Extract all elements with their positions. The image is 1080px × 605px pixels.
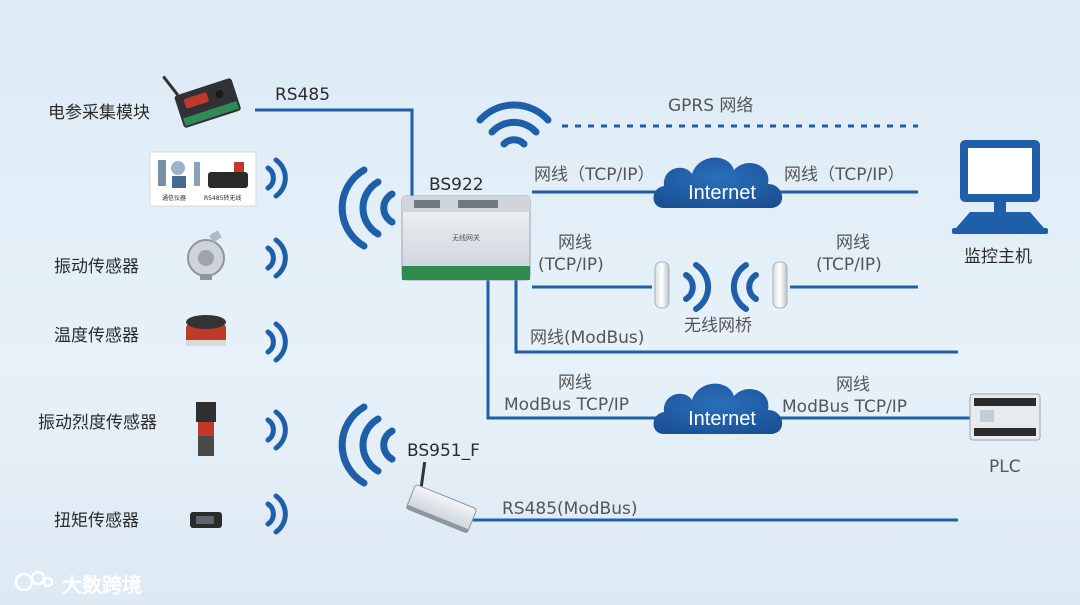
tcp-label-top-right: 网线（TCP/IP）: [784, 165, 905, 185]
modbus-tcp-label-right: ModBus TCP/IP: [782, 397, 907, 417]
wire-label-modbus-right: 网线: [836, 375, 870, 395]
watermark-text: 大数跨境: [62, 573, 142, 597]
rs485-line: [255, 108, 414, 200]
instrument-panel-image: 通信仪器 RS485转无线: [149, 151, 257, 207]
bs951-label: BS951_F: [407, 441, 480, 461]
bridge-antenna-right-icon: [772, 261, 788, 309]
tcp-label-top-left: 网线（TCP/IP）: [534, 165, 655, 185]
wifi-icon: [265, 321, 288, 363]
wire-label-left: 网线: [558, 233, 592, 253]
wifi-icon: [265, 157, 288, 199]
tcp-paren-right: (TCP/IP): [816, 255, 882, 275]
bridge-antenna-left-icon: [654, 261, 670, 309]
rs485-label: RS485: [275, 85, 330, 105]
vibration-sensor-icon: [187, 230, 225, 280]
wifi-icon: [683, 262, 712, 312]
watermark: 大数跨境: [14, 570, 142, 597]
modbus-tcp-label-left: ModBus TCP/IP: [504, 395, 629, 415]
rs485-modbus-label: RS485(ModBus): [502, 499, 637, 519]
bs922-label: BS922: [429, 175, 484, 195]
wifi-icon: [730, 262, 759, 312]
torque-sensor-icon: [190, 512, 222, 528]
modbus-wire-label: 网线(ModBus): [530, 328, 644, 348]
wifi-icon: [265, 493, 288, 535]
internet-cloud-top: Internet: [653, 157, 783, 208]
wire-label-modbus-left: 网线: [558, 373, 592, 393]
internet-label-bottom: Internet: [688, 408, 756, 430]
wifi-icon: [265, 237, 288, 279]
receiver-wifi-waves: [338, 166, 396, 487]
wifi-icon: [265, 409, 288, 451]
labels: 电参采集模块 振动传感器 温度传感器 振动烈度传感器 扭矩传感器 RS485 G…: [38, 85, 1032, 531]
monitor-computer-icon: [952, 140, 1048, 234]
watermark-logo-icon: [14, 570, 54, 592]
gprs-wifi-icon: [476, 101, 552, 148]
tcp-paren-left: (TCP/IP): [538, 255, 604, 275]
bridge-wifi-waves: [683, 262, 759, 312]
wifi-icon: [338, 166, 396, 250]
temperature-sensor-icon: [186, 315, 226, 346]
plc-device-icon: [969, 393, 1041, 441]
modbus-wire-line: [514, 270, 958, 354]
bs922-panel-label: 无线网关: [452, 233, 480, 242]
wifi-icon: [338, 403, 396, 487]
internet-label-top: Internet: [688, 182, 756, 204]
sensor-wifi-waves: [265, 157, 288, 535]
instrument-caption-1: 通信仪器: [162, 194, 186, 202]
vibration-intensity-sensor-icon: [196, 402, 216, 456]
sensor-label-temperature: 温度传感器: [54, 326, 139, 346]
bs951-device: [405, 461, 477, 534]
modbus-tcp-line-left: [486, 275, 666, 420]
bs922-gateway-device: 无线网关: [401, 195, 531, 281]
sensor-label-power-module: 电参采集模块: [48, 103, 150, 123]
connection-lines: [255, 108, 970, 522]
sensor-label-vibration-intensity: 振动烈度传感器: [38, 413, 157, 433]
sensor-label-vibration: 振动传感器: [54, 257, 139, 277]
power-module-device-icon: [162, 75, 241, 128]
internet-cloud-bottom: Internet: [653, 383, 783, 434]
monitor-label: 监控主机: [964, 247, 1032, 267]
sensor-label-torque: 扭矩传感器: [54, 511, 139, 531]
gprs-label: GPRS 网络: [668, 96, 753, 116]
bridge-label: 无线网桥: [684, 316, 752, 336]
instrument-caption-2: RS485转无线: [204, 194, 241, 202]
plc-label: PLC: [989, 457, 1021, 477]
wire-label-right: 网线: [836, 233, 870, 253]
